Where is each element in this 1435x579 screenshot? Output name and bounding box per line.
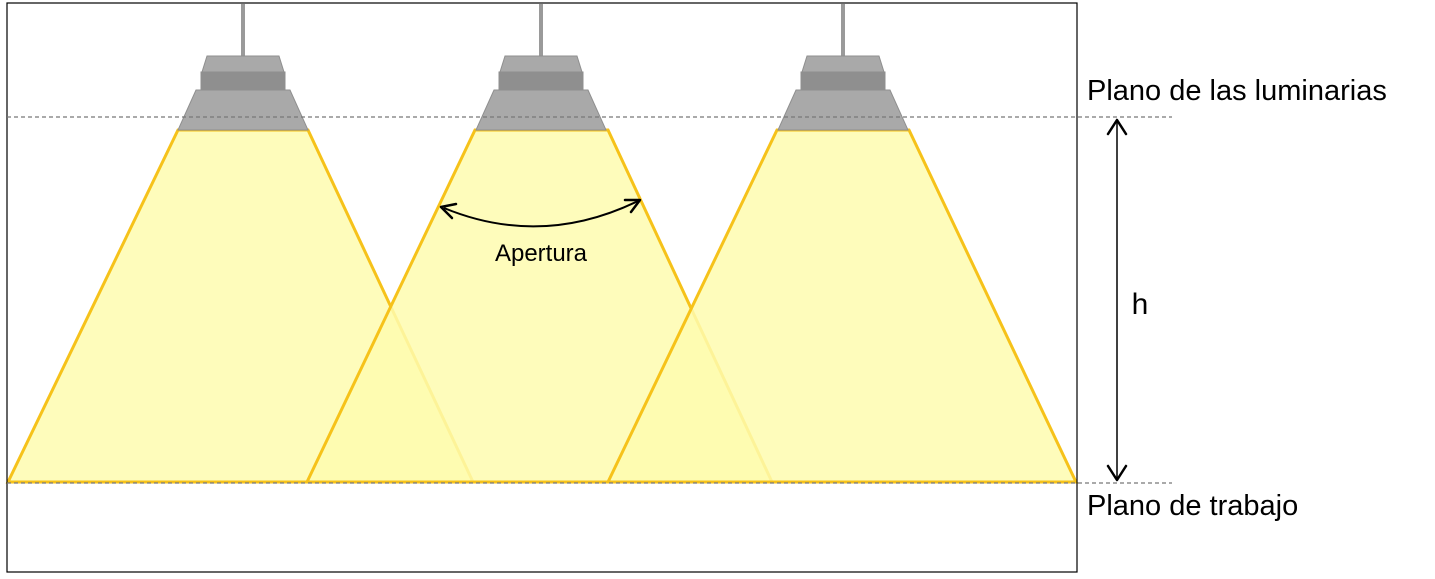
diagram-frame (6, 2, 1078, 573)
lamp-cap (801, 55, 885, 73)
lamp-band (800, 71, 886, 91)
luminaire-right (777, 4, 909, 131)
height-dimension (1106, 118, 1128, 482)
lamp-shade (777, 89, 909, 131)
luminaire-plane-label: Plano de las luminarias (1087, 75, 1387, 107)
height-label: h (1132, 288, 1149, 321)
aperture-arc (443, 200, 639, 228)
lamp-band (200, 71, 286, 91)
lamp-band (498, 71, 584, 91)
aperture-indicator (439, 198, 642, 228)
suspension-rod (841, 4, 845, 56)
height-arrowhead-bottom-icon (1106, 464, 1128, 482)
lamp-cap (201, 55, 285, 73)
luminaire-center (475, 4, 607, 131)
aperture-label: Apertura (495, 240, 588, 267)
suspension-rod (241, 4, 245, 56)
aperture-arrowhead-right-icon (623, 198, 642, 214)
lamp-shade (475, 89, 607, 131)
suspension-rod (539, 4, 543, 56)
light-beams (5, 128, 1079, 484)
height-arrowhead-top-icon (1106, 118, 1128, 136)
work-plane-label: Plano de trabajo (1087, 490, 1298, 522)
lamp-cap (499, 55, 583, 73)
luminaire-left (177, 4, 309, 131)
aperture-arrowhead-left-icon (439, 202, 458, 220)
lamp-shade (177, 89, 309, 131)
